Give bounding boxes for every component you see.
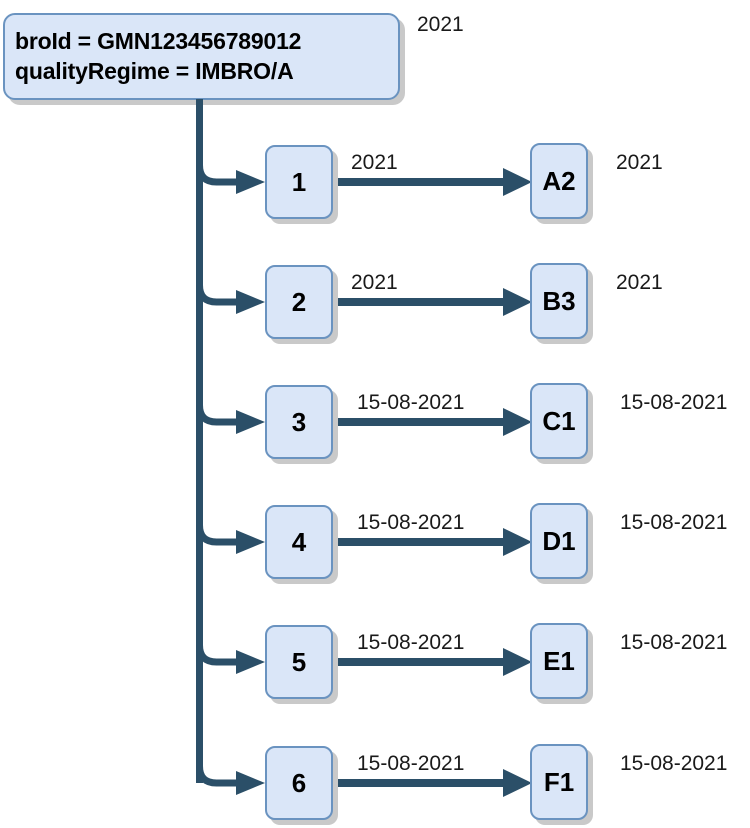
row-date-label-3: 15-08-2021 [620, 391, 728, 414]
node-target-f1-label: F1 [543, 766, 575, 797]
node-target-f1[interactable]: F1 [530, 744, 588, 820]
edge-label-3: 15-08-2021 [357, 391, 465, 414]
root-node-qualityregime-line: qualityRegime = IMBRO/A [15, 57, 294, 84]
edge-label-4: 15-08-2021 [357, 511, 465, 534]
edge-label-6: 15-08-2021 [357, 752, 465, 775]
edge-label-5: 15-08-2021 [357, 631, 465, 654]
edge-label-2: 2021 [351, 271, 398, 294]
node-index-4-label: 4 [291, 526, 307, 557]
node-target-e1-label: E1 [543, 645, 575, 676]
root-node-broid-line: broId = GMN123456789012 [15, 28, 302, 55]
root-node-broid[interactable]: broId = GMN123456789012 qualityRegime = … [3, 13, 400, 100]
row-date-label-1: 2021 [616, 151, 663, 174]
node-index-3-label: 3 [291, 406, 307, 437]
node-index-5-label: 5 [291, 646, 307, 677]
node-index-4[interactable]: 4 [265, 505, 333, 579]
node-index-3[interactable]: 3 [265, 385, 333, 459]
node-index-6[interactable]: 6 [265, 746, 333, 820]
row-date-label-2: 2021 [616, 271, 663, 294]
root-date-label: 2021 [417, 13, 464, 36]
node-target-b3[interactable]: B3 [530, 263, 588, 339]
node-target-a2-label: A2 [542, 165, 576, 196]
node-target-b3-label: B3 [542, 285, 576, 316]
edge-label-1: 2021 [351, 151, 398, 174]
node-index-5[interactable]: 5 [265, 625, 333, 699]
node-index-1[interactable]: 1 [265, 145, 333, 219]
row-date-label-6: 15-08-2021 [620, 752, 728, 775]
node-index-6-label: 6 [291, 767, 307, 798]
node-index-1-label: 1 [291, 166, 307, 197]
node-index-2-label: 2 [291, 286, 307, 317]
node-target-c1[interactable]: C1 [530, 383, 588, 459]
node-target-a2[interactable]: A2 [530, 143, 588, 219]
row-date-label-5: 15-08-2021 [620, 631, 728, 654]
row-date-label-4: 15-08-2021 [620, 511, 728, 534]
node-target-c1-label: C1 [542, 405, 576, 436]
node-target-d1[interactable]: D1 [530, 503, 588, 579]
node-index-2[interactable]: 2 [265, 265, 333, 339]
node-target-e1[interactable]: E1 [530, 623, 588, 699]
node-target-d1-label: D1 [542, 525, 576, 556]
